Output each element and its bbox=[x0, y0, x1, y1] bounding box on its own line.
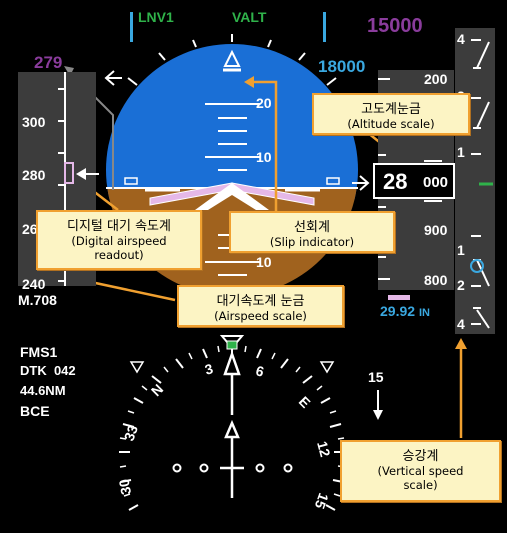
vsi-label-1-down: 1 bbox=[457, 242, 465, 258]
altitude-tick-800: 800 bbox=[424, 272, 448, 288]
bearing-arrow-icon bbox=[373, 390, 383, 420]
airspeed-tick-280: 280 bbox=[22, 167, 46, 183]
flight-director-icon bbox=[149, 182, 315, 206]
roll-pointer-icon bbox=[223, 49, 241, 72]
nav-source: FMS1 bbox=[20, 344, 58, 360]
heading-tick-label: 15 bbox=[368, 369, 384, 385]
vsi-label-4-down: 4 bbox=[457, 316, 465, 332]
baro-setting: 29.92 IN bbox=[380, 303, 430, 319]
airspeed-tick-240: 240 bbox=[22, 276, 46, 292]
mode-divider bbox=[130, 12, 133, 42]
vertical-mode: VALT bbox=[232, 9, 267, 25]
compass-label-30: 30 bbox=[115, 477, 135, 497]
preselect-altitude: 18000 bbox=[318, 57, 366, 76]
altitude-tick-900: 900 bbox=[424, 222, 448, 238]
compass-minor-ticks bbox=[119, 345, 345, 497]
compass-45-marker bbox=[319, 361, 335, 374]
mach-readout: M.708 bbox=[18, 292, 57, 308]
vsi-label-1-up: 1 bbox=[457, 144, 465, 160]
altitude-readout-box: 28 000 bbox=[373, 163, 455, 199]
vsi-label-2-down: 2 bbox=[457, 277, 465, 293]
pitch-label-20: 20 bbox=[256, 95, 272, 111]
selected-speed: 279 bbox=[34, 53, 63, 72]
compass-label-12: 12 bbox=[314, 439, 334, 459]
lubber-line-icon bbox=[226, 340, 238, 350]
course-deviation-dots bbox=[172, 463, 293, 473]
desired-track: DTK 042 bbox=[20, 363, 76, 378]
waypoint-name: BCE bbox=[20, 403, 50, 419]
altitude-readout-main: 28 bbox=[383, 169, 408, 194]
compass-45-marker bbox=[129, 361, 145, 374]
callout-airspeed-scale: 대기속도계 눈금 (Airspeed scale) bbox=[177, 285, 344, 327]
left-arrow-icon bbox=[104, 70, 122, 86]
speed-bug-icon bbox=[64, 162, 74, 184]
mode-divider bbox=[323, 12, 326, 42]
roll-scale bbox=[127, 34, 337, 86]
vsi-label-4-up: 4 bbox=[457, 31, 465, 47]
course-pointer-icon bbox=[220, 350, 244, 498]
altitude-trend-arrow-icon bbox=[352, 175, 370, 191]
pitch-label-minus-10: 10 bbox=[256, 254, 272, 270]
callout-vertical-speed-scale: 승강계 (Vertical speed scale) bbox=[340, 440, 501, 502]
callout-digital-airspeed: 디지털 대기 속도계 (Digital airspeed readout) bbox=[36, 210, 202, 270]
vertical-speed-tape bbox=[455, 28, 495, 334]
lateral-deviation-marker bbox=[124, 177, 138, 185]
distance-to-waypoint: 44.6NM bbox=[20, 383, 66, 398]
altitude-tick-200: 200 bbox=[424, 71, 448, 87]
airspeed-pointer-icon bbox=[76, 168, 86, 180]
lateral-deviation-marker bbox=[326, 177, 340, 185]
airspeed-tick-300: 300 bbox=[22, 114, 46, 130]
altitude-readout-sub: 000 bbox=[423, 174, 449, 191]
pitch-label-10: 10 bbox=[256, 149, 272, 165]
speed-bug-leader-arrowhead bbox=[64, 66, 74, 76]
selected-altitude: 15000 bbox=[367, 15, 423, 37]
callout-altitude-scale: 고도계눈금 (Altitude scale) bbox=[312, 93, 470, 135]
lateral-mode: LNV1 bbox=[138, 9, 174, 25]
callout-slip-indicator: 선회계 (Slip indicator) bbox=[229, 211, 395, 253]
baro-bug-icon bbox=[388, 295, 410, 300]
aircraft-symbol-icon bbox=[145, 183, 320, 210]
